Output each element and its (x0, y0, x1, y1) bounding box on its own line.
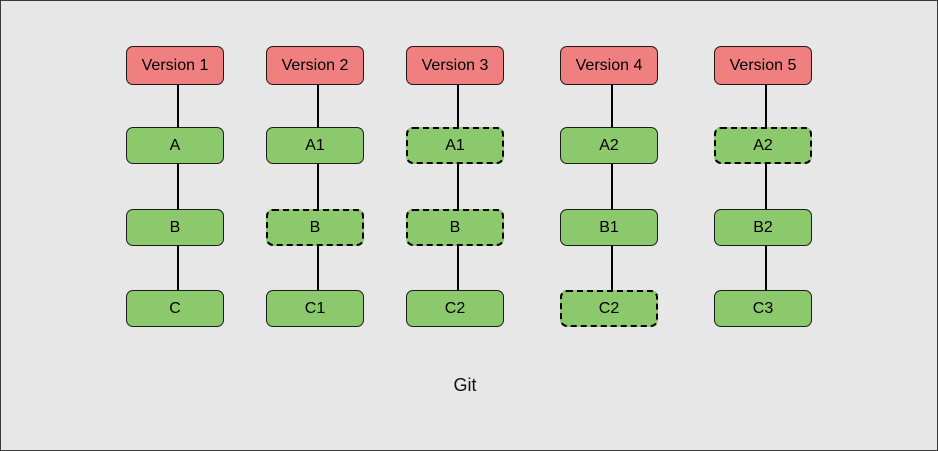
version-column-3: Version 3 A1 B C2 (406, 1, 510, 331)
version-column-2: Version 2 A1 B C1 (266, 1, 370, 331)
version-3-node: Version 3 (406, 46, 504, 85)
version-1-connector (177, 85, 179, 291)
version-5-file-c: C3 (714, 290, 812, 327)
version-3-file-c: C2 (406, 290, 504, 327)
version-2-file-a: A1 (266, 127, 364, 164)
version-column-4: Version 4 A2 B1 C2 (560, 1, 664, 331)
version-5-file-b: B2 (714, 209, 812, 246)
version-1-node: Version 1 (126, 46, 224, 85)
version-2-file-c: C1 (266, 290, 364, 327)
version-4-node: Version 4 (560, 46, 658, 85)
version-5-node: Version 5 (714, 46, 812, 85)
version-2-connector (317, 85, 319, 291)
version-column-5: Version 5 A2 B2 C3 (714, 1, 818, 331)
version-1-file-c: C (126, 290, 224, 327)
version-3-connector (457, 85, 459, 291)
version-4-file-c: C2 (560, 290, 658, 327)
version-4-file-b: B1 (560, 209, 658, 246)
version-1-file-b: B (126, 209, 224, 246)
version-2-node: Version 2 (266, 46, 364, 85)
version-4-connector (611, 85, 613, 291)
version-2-file-b: B (266, 209, 364, 246)
diagram-caption: Git (453, 375, 477, 395)
version-column-1: Version 1 A B C (126, 1, 230, 331)
version-5-connector (765, 85, 767, 291)
version-5-file-a: A2 (714, 127, 812, 164)
version-3-file-b: B (406, 209, 504, 246)
version-4-file-a: A2 (560, 127, 658, 164)
version-3-file-a: A1 (406, 127, 504, 164)
version-1-file-a: A (126, 127, 224, 164)
